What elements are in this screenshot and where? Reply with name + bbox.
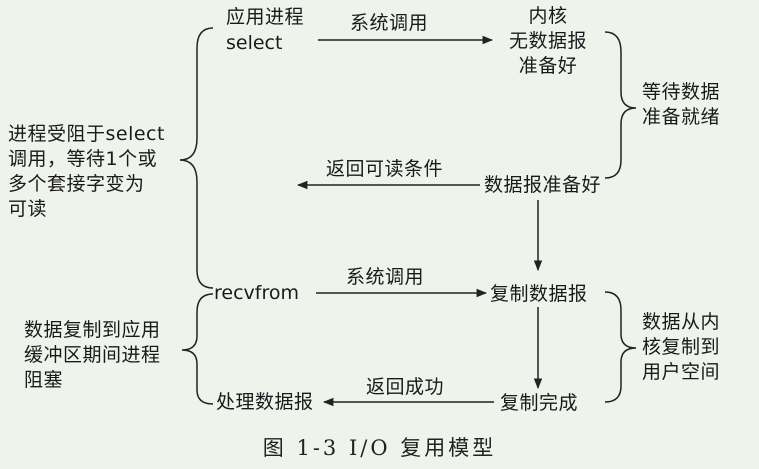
recvfrom-call-label: recvfrom: [214, 282, 299, 304]
kernel-block: 内核 无数据报 准备好: [494, 4, 602, 79]
note-copy-kernel-user-line: 数据从内: [642, 311, 721, 333]
figure-caption: 图 1-3 I/O 复用模型: [262, 436, 497, 460]
copy-done-label: 复制完成: [500, 392, 579, 414]
note-blocked-copy-line: 缓冲区期间进程: [24, 344, 161, 366]
note-wait-data-line: 准备就绪: [642, 106, 721, 128]
note-blocked-select-line: 进程受阻于select: [8, 123, 165, 145]
note-copy-kernel-user-line: 用户空间: [642, 361, 721, 383]
kernel-no-data-2: 准备好: [518, 55, 578, 77]
copy-data-label: 复制数据报: [490, 283, 588, 305]
data-ready-label: 数据报准备好: [484, 174, 602, 196]
note-copy-kernel-user-line: 核复制到: [642, 336, 721, 358]
brace-right-wait: [604, 31, 637, 179]
select-call-label: select: [226, 32, 283, 54]
kernel-no-data-1: 无数据报: [508, 30, 587, 52]
note-blocked-copy: 数据复制到应用 缓冲区期间进程 阻塞: [24, 318, 161, 393]
note-blocked-select-line: 可读: [8, 198, 48, 220]
note-blocked-select-line: 调用，等待1个或: [8, 148, 158, 170]
brace-left-select: [179, 27, 214, 289]
return-success-label: 返回成功: [366, 376, 445, 398]
note-blocked-copy-line: 数据复制到应用: [24, 319, 161, 341]
return-readable-label: 返回可读条件: [326, 158, 444, 180]
note-wait-data: 等待数据 准备就绪: [642, 80, 720, 130]
syscall-label-1: 系统调用: [350, 12, 429, 34]
brace-left-copy: [181, 293, 214, 405]
note-blocked-copy-line: 阻塞: [24, 369, 64, 391]
app-process-label: 应用进程: [226, 6, 305, 28]
note-blocked-select: 进程受阻于select 调用，等待1个或 多个套接字变为 可读: [8, 122, 165, 222]
note-copy-kernel-user: 数据从内 核复制到 用户空间: [642, 310, 720, 385]
brace-right-copy: [604, 291, 637, 403]
note-blocked-select-line: 多个套接字变为: [8, 173, 145, 195]
process-data-label: 处理数据报: [216, 391, 314, 413]
syscall-label-2: 系统调用: [346, 266, 425, 288]
note-wait-data-line: 等待数据: [642, 81, 721, 103]
kernel-title: 内核: [528, 5, 568, 27]
